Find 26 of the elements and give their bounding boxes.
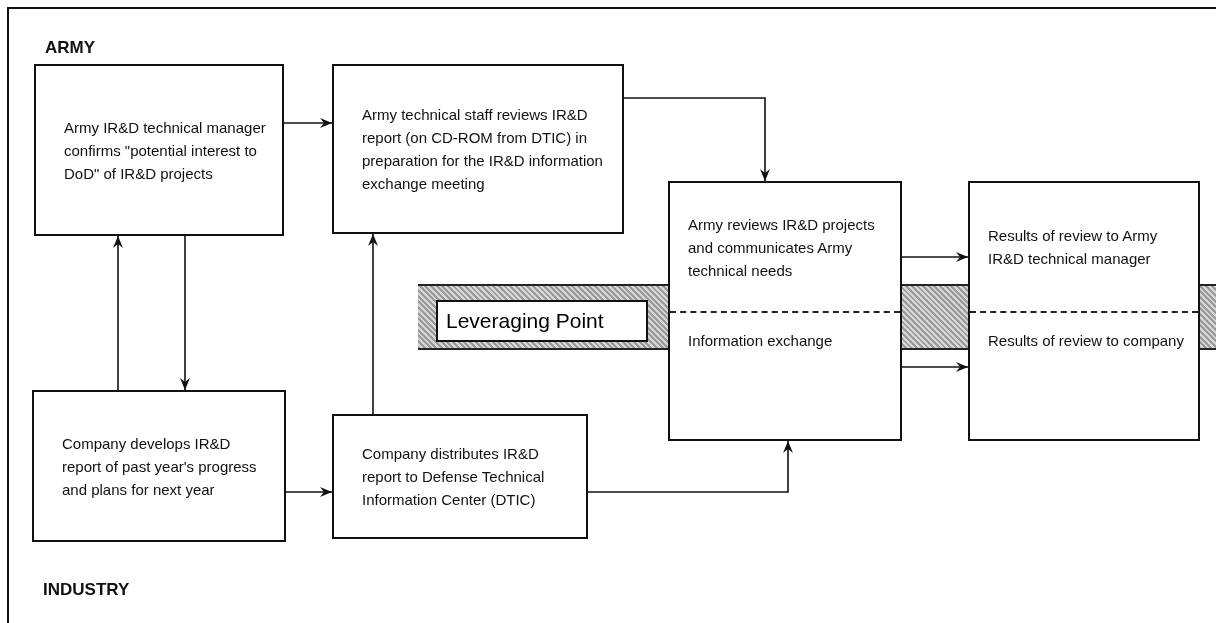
arrow bbox=[368, 233, 378, 415]
box-text: Information exchange bbox=[688, 331, 833, 351]
process-box bbox=[332, 414, 588, 539]
arrow bbox=[901, 362, 969, 372]
arrow bbox=[180, 235, 190, 391]
arrow bbox=[113, 235, 123, 391]
box-text: Army reviews IR&D projects and communicates Army technical needs bbox=[688, 214, 876, 281]
arrow bbox=[283, 118, 333, 128]
arrow bbox=[623, 97, 770, 182]
section-heading: ARMY bbox=[45, 38, 96, 58]
process-box bbox=[32, 390, 286, 542]
box-text: Results of review to Army IR&D technical manager bbox=[988, 226, 1159, 269]
box-text: Army IR&D technical manager confirms "potential interest to DoD" of IR&D projects bbox=[64, 117, 267, 184]
arrow bbox=[587, 440, 793, 493]
arrow bbox=[285, 487, 333, 497]
section-heading: INDUSTRY bbox=[43, 580, 130, 600]
process-box bbox=[668, 181, 902, 441]
box-text: Company develops IR&D report of past year's progress and plans for next year bbox=[62, 433, 258, 500]
box-text: Company distributes IR&D report to Defense Technical Information Center (DTIC) bbox=[362, 444, 546, 510]
leveraging-point-label: Leveraging Point bbox=[436, 300, 648, 342]
box-text: Results of review to company bbox=[988, 331, 1184, 351]
process-box bbox=[332, 64, 624, 234]
arrow bbox=[901, 252, 969, 262]
box-text: Army technical staff reviews IR&D report (on CD-ROM from DTIC) in preparation for the IR&D information exchange meeting bbox=[362, 105, 604, 194]
process-box bbox=[968, 181, 1200, 441]
process-box bbox=[34, 64, 284, 236]
